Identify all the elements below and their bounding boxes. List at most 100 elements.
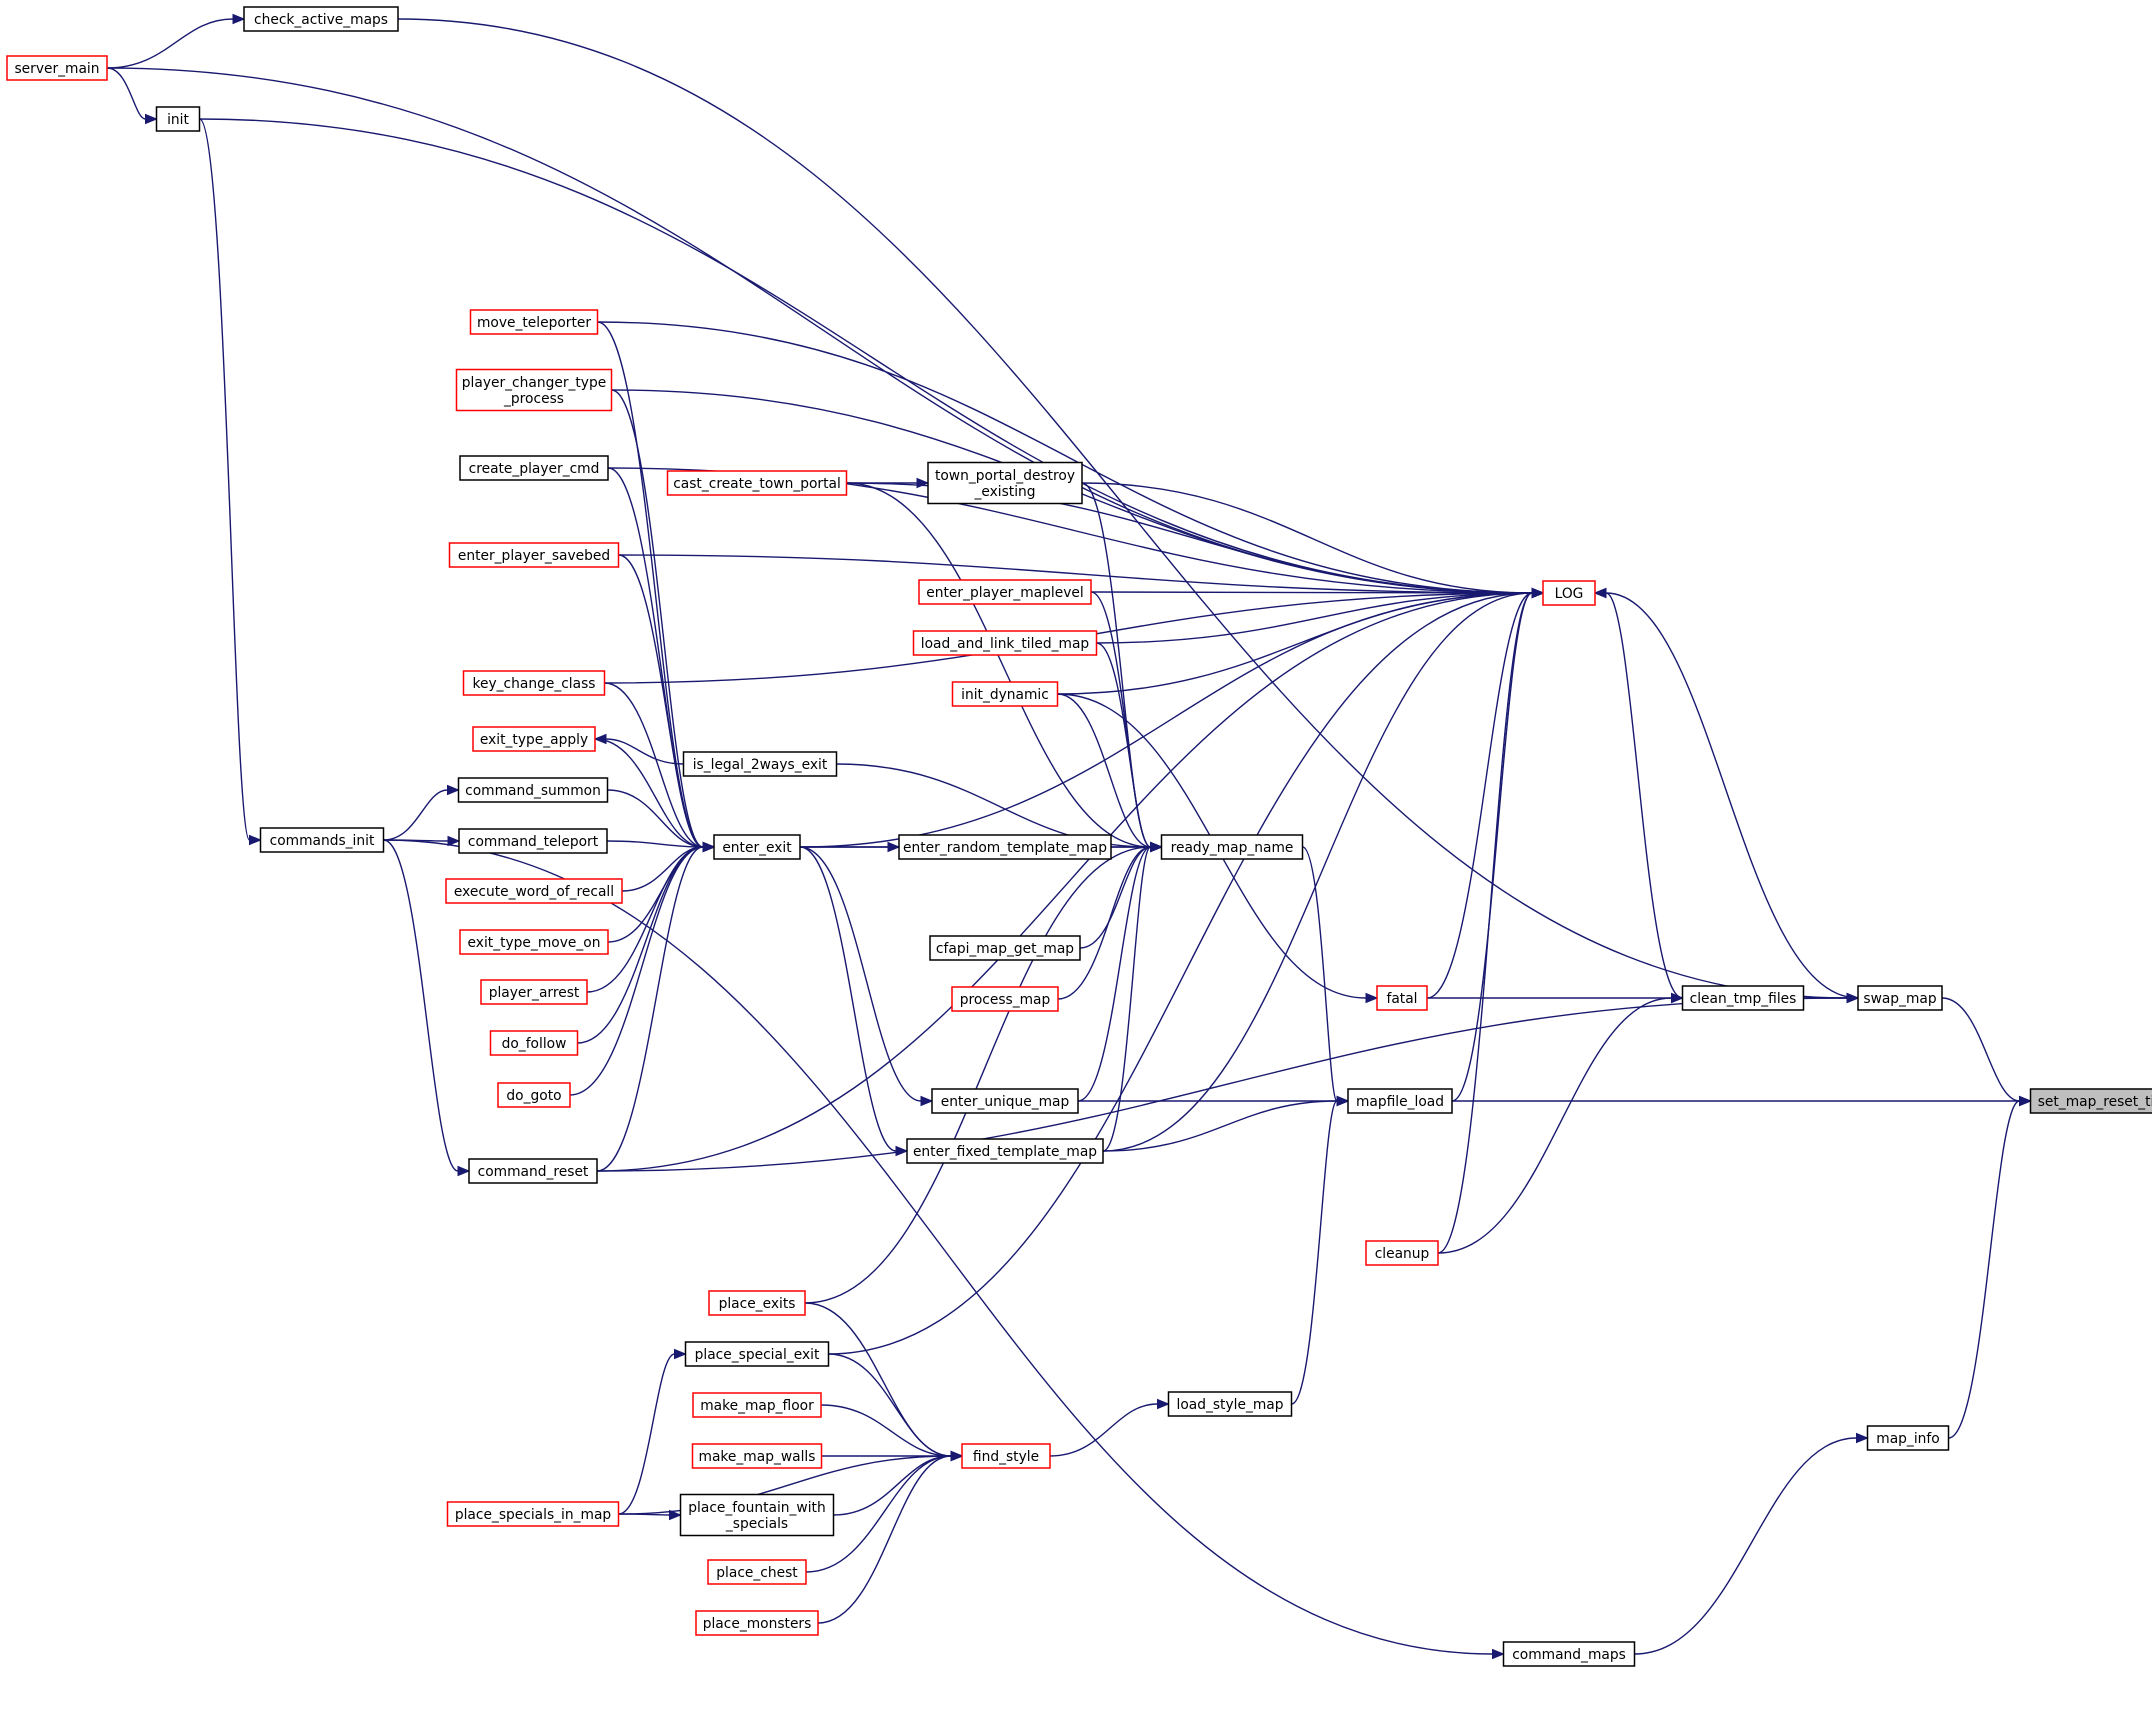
node-place-fountain-with-specials[interactable]: place_fountain_with_specials [679, 1493, 835, 1537]
arrowhead [895, 1145, 909, 1157]
node-label: mapfile_load [1356, 1094, 1444, 1110]
edge-line [604, 682, 704, 848]
edge-place_specials_in_map-to-place_special_exit [618, 1348, 687, 1515]
node-box [6, 55, 108, 81]
edge-place_fountain_with_specials-to-find_style [833, 1450, 964, 1516]
edges-layer [106, 13, 2032, 1660]
node-label: make_map_floor [700, 1398, 814, 1414]
node-player-changer-type-process[interactable]: player_changer_type_process [455, 368, 613, 412]
node-server-main[interactable]: server_main [6, 55, 108, 81]
edge-line [607, 467, 704, 848]
node-box [707, 1559, 807, 1585]
node-map-info[interactable]: map_info [1866, 1425, 1950, 1451]
node-create-player-cmd[interactable]: create_player_cmd [459, 455, 609, 481]
node-swap-map[interactable]: swap_map [1857, 985, 1943, 1011]
node-move-teleporter[interactable]: move_teleporter [469, 309, 599, 335]
edge-line [1102, 1100, 1338, 1152]
node-label: cast_create_town_portal [673, 476, 841, 492]
arrowhead [447, 784, 460, 796]
node-process-map[interactable]: process_map [951, 986, 1059, 1012]
arrowhead [920, 1095, 934, 1107]
node-exit-type-move-on[interactable]: exit_type_move_on [459, 929, 609, 955]
node-cfapi-map-get-map[interactable]: cfapi_map_get_map [929, 935, 1081, 961]
node-do-follow[interactable]: do_follow [489, 1030, 579, 1056]
node-label: _specials [725, 1516, 788, 1532]
node-command-reset[interactable]: command_reset [468, 1158, 598, 1184]
node-do-goto[interactable]: do_goto [497, 1082, 571, 1108]
node-fatal[interactable]: fatal [1376, 985, 1428, 1011]
node-load-and-link-tiled-map[interactable]: load_and_link_tiled_map [912, 630, 1098, 656]
node-place-special-exit[interactable]: place_special_exit [684, 1341, 830, 1367]
node-label: process_map [960, 992, 1051, 1008]
edge-line [383, 839, 459, 1172]
node-box [898, 834, 1112, 860]
edge-commands_init-to-command_reset [383, 839, 471, 1177]
node-load-style-map[interactable]: load_style_map [1167, 1391, 1293, 1417]
edge-init-to-commands_init [198, 118, 262, 846]
edge-line [833, 1455, 952, 1516]
node-town-portal-destroy-existing[interactable]: town_portal_destroy_existing [927, 461, 1083, 505]
node-is-legal-2ways-exit[interactable]: is_legal_2ways_exit [682, 751, 838, 777]
node-enter-player-savebed[interactable]: enter_player_savebed [448, 542, 620, 568]
node-place-exits[interactable]: place_exits [708, 1290, 806, 1316]
edge-enter_exit-to-enter_unique_map [799, 846, 934, 1107]
node-init-dynamic[interactable]: init_dynamic [951, 681, 1059, 707]
node-label: ready_map_name [1171, 840, 1294, 856]
node-place-specials-in-map[interactable]: place_specials_in_map [446, 1501, 620, 1527]
node-enter-fixed-template-map[interactable]: enter_fixed_template_map [906, 1138, 1104, 1164]
node-label: command_summon [465, 783, 601, 799]
node-execute-word-of-recall[interactable]: execute_word_of_recall [445, 878, 623, 904]
node-box [666, 470, 848, 496]
node-box [489, 1030, 579, 1056]
node-enter-unique-map[interactable]: enter_unique_map [931, 1088, 1079, 1114]
node-commands-init[interactable]: commands_init [259, 827, 385, 853]
node-label: place_chest [716, 1565, 798, 1581]
edge-line [817, 1455, 952, 1624]
edge-player_arrest-to-enter_exit [586, 841, 716, 993]
node-LOG[interactable]: LOG [1542, 580, 1596, 606]
node-command-maps[interactable]: command_maps [1502, 1641, 1636, 1667]
edge-place_specials_in_map-to-place_fountain_with_specials [618, 1509, 682, 1521]
node-label: place_monsters [703, 1616, 812, 1632]
node-label: _process [503, 391, 564, 407]
node-box [931, 1088, 1079, 1114]
node-check-active-maps[interactable]: check_active_maps [243, 6, 399, 32]
node-exit-type-apply[interactable]: exit_type_apply [472, 726, 596, 752]
node-command-summon[interactable]: command_summon [457, 777, 609, 803]
node-label: enter_player_savebed [458, 548, 610, 564]
node-box [906, 1138, 1104, 1164]
node-label: cleanup [1375, 1246, 1430, 1262]
node-key-change-class[interactable]: key_change_class [462, 670, 606, 696]
node-box [1857, 985, 1943, 1011]
node-player-arrest[interactable]: player_arrest [480, 979, 588, 1005]
node-box [445, 878, 623, 904]
edge-line [1057, 592, 1533, 695]
node-enter-exit[interactable]: enter_exit [713, 834, 801, 860]
node-enter-random-template-map[interactable]: enter_random_template_map [898, 834, 1112, 860]
edge-line [1302, 846, 1338, 1102]
node-enter-player-maplevel[interactable]: enter_player_maplevel [918, 579, 1092, 605]
node-init[interactable]: init [155, 106, 201, 132]
node-cast-create-town-portal[interactable]: cast_create_town_portal [666, 470, 848, 496]
node-ready-map-name[interactable]: ready_map_name [1160, 834, 1304, 860]
node-find-style[interactable]: find_style [961, 1443, 1051, 1469]
node-make-map-walls[interactable]: make_map_walls [691, 1443, 823, 1469]
node-set-map-reset-time[interactable]: set_map_reset_time [2029, 1088, 2152, 1114]
node-place-chest[interactable]: place_chest [707, 1559, 807, 1585]
node-cleanup[interactable]: cleanup [1365, 1240, 1439, 1266]
edge-line [1081, 482, 1151, 848]
node-place-monsters[interactable]: place_monsters [695, 1610, 819, 1636]
node-box [459, 455, 609, 481]
edge-line [596, 997, 1848, 1172]
node-label: place_specials_in_map [455, 1507, 611, 1523]
node-make-map-floor[interactable]: make_map_floor [692, 1392, 822, 1418]
node-clean-tmp-files[interactable]: clean_tmp_files [1681, 985, 1805, 1011]
node-label: place_special_exit [695, 1347, 820, 1363]
node-command-teleport[interactable]: command_teleport [458, 828, 608, 854]
edge-line [1634, 1437, 1857, 1655]
edge-command_maps-to-map_info [1634, 1432, 1869, 1655]
edge-line [1605, 592, 1859, 999]
edge-line [799, 592, 1533, 848]
node-label: LOG [1555, 586, 1584, 602]
node-mapfile-load[interactable]: mapfile_load [1347, 1088, 1453, 1114]
